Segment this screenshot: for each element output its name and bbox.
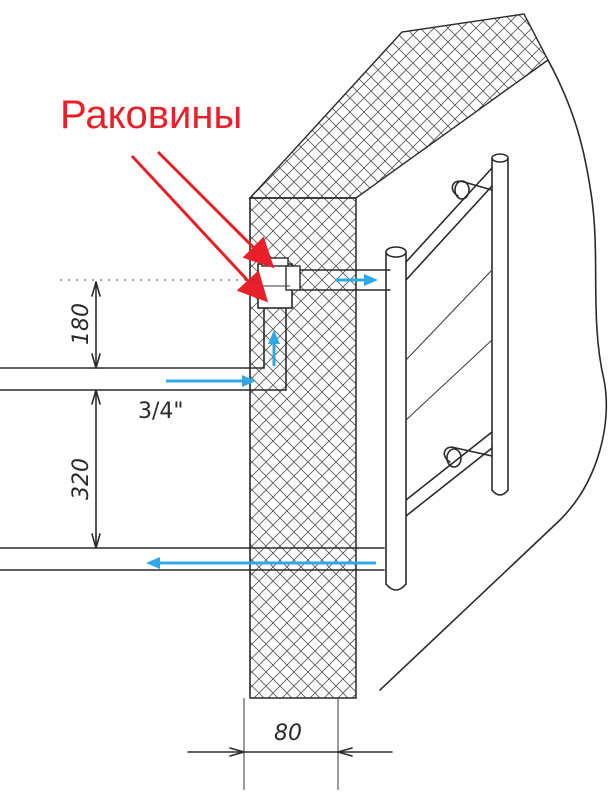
flow-arrow-riser [268,330,280,366]
callout-label: Раковины [60,93,242,137]
flow-arrow-branch [336,274,378,286]
return-pipe [0,547,385,571]
wall-top-face [248,13,549,199]
dimension-upper-height: 180 [69,303,94,345]
dimension-pipe-size: 3/4" [138,399,184,424]
flow-arrow-supply [166,375,256,387]
flow-arrow-return [146,557,376,569]
callout-arrows [130,150,275,303]
supply-pipe [0,307,287,391]
towel-rail [385,153,509,591]
dimension-wall-thickness: 80 [274,721,302,746]
flow-arrows [146,274,378,569]
wall-break-line [379,59,608,691]
branch-pipe [299,269,391,291]
dimension-lower-height: 320 [69,458,94,500]
vertical-dimensions [60,279,258,549]
wall-thickness-dimension [187,747,393,757]
